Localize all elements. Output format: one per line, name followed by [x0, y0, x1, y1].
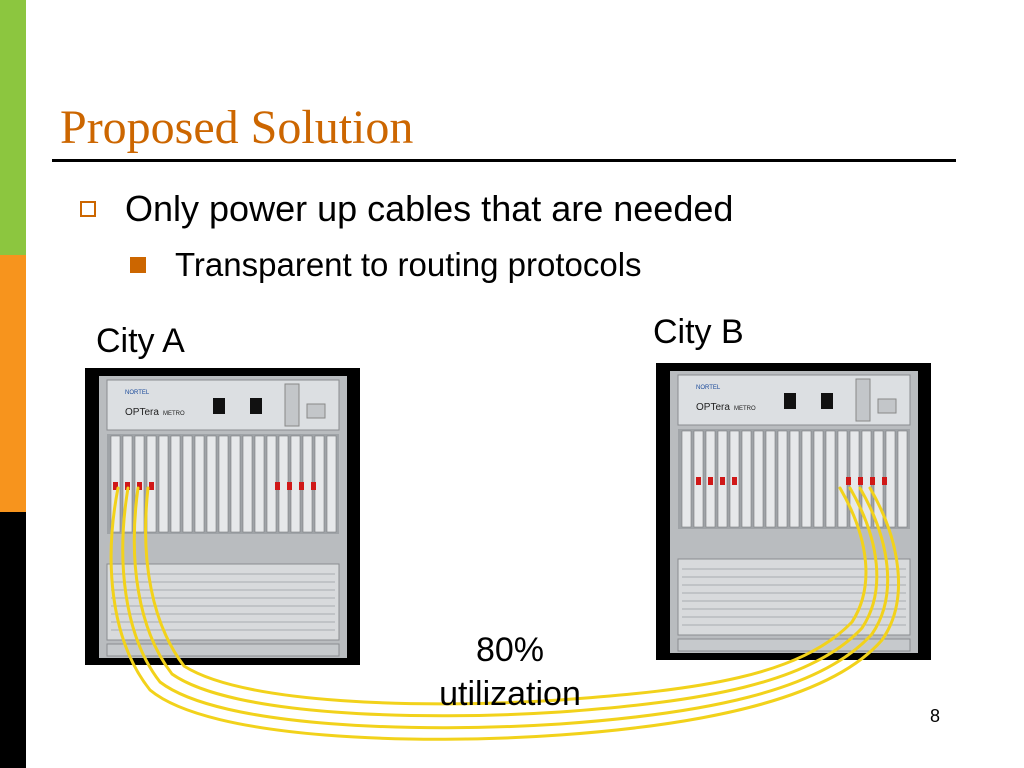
svg-text:NORTEL: NORTEL — [696, 385, 721, 391]
rack-b-model: METRO — [734, 406, 756, 412]
title-divider — [52, 159, 956, 162]
rack-a-brand: OPTera — [125, 407, 159, 418]
utilization-label: utilization — [439, 675, 581, 713]
bullet-item-2: Transparent to routing protocols — [130, 246, 642, 284]
bullet-item-1: Only power up cables that are needed — [80, 188, 733, 230]
rack-a-model: METRO — [163, 411, 185, 417]
city-b-label: City B — [653, 313, 744, 351]
filled-square-bullet-icon — [130, 257, 146, 273]
svg-text:NORTEL: NORTEL — [125, 390, 150, 396]
city-a-rack-image: NORTEL OPTera METRO — [85, 368, 360, 665]
city-b-rack-image: NORTEL OPTera METRO — [656, 363, 931, 660]
bullet-text-1: Only power up cables that are needed — [125, 188, 734, 229]
utilization-annotation: 80% utilization — [410, 628, 610, 716]
page-number: 8 — [930, 706, 941, 726]
bullet-text-2: Transparent to routing protocols — [175, 246, 642, 283]
hollow-square-bullet-icon — [80, 201, 96, 217]
utilization-value: 80% — [475, 631, 545, 669]
side-bar-green — [0, 0, 26, 255]
side-bar-black — [0, 512, 26, 768]
side-bar-orange — [0, 255, 26, 512]
rack-b-brand: OPTera — [696, 402, 730, 413]
slide-title: Proposed Solution — [60, 101, 414, 154]
city-a-label: City A — [96, 322, 185, 360]
